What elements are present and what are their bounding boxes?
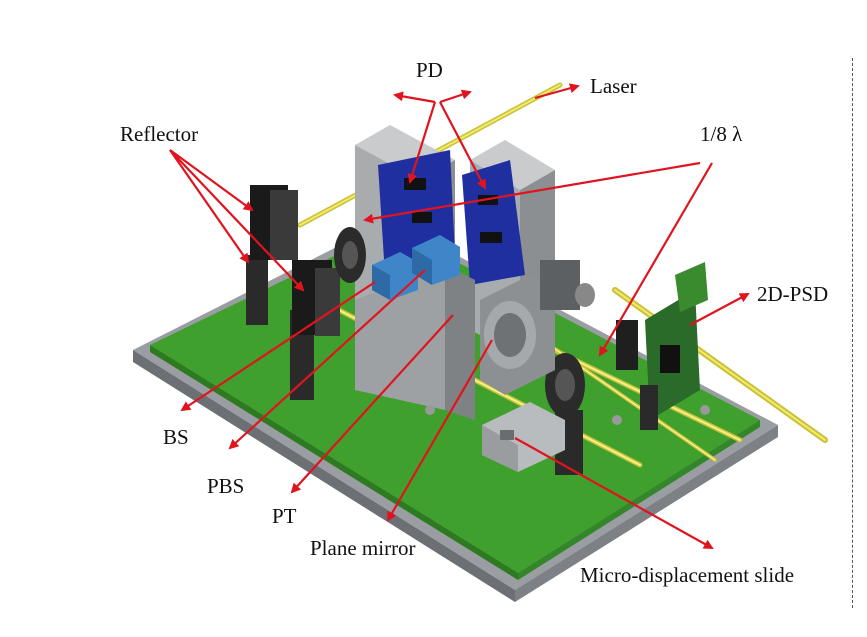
bs-label: BS <box>163 425 189 449</box>
pd-label: PD <box>416 58 443 82</box>
annotation-arrows <box>169 83 750 549</box>
micro-displacement-slide-label: Micro-displacement slide <box>580 563 795 587</box>
laser-label: Laser <box>590 74 637 98</box>
pt-label: PT <box>272 504 297 528</box>
plane-mirror-label: Plane mirror <box>310 536 416 560</box>
board-posts <box>425 405 710 425</box>
reflector-label: Reflector <box>120 122 199 146</box>
plane-mirror-mount <box>480 260 595 395</box>
psd-label: 2D-PSD <box>757 282 829 306</box>
psd-mount <box>616 262 708 430</box>
reflector-mounts <box>246 185 340 400</box>
eighth-lambda-label: 1/8 λ <box>700 122 743 146</box>
pbs-label: PBS <box>207 474 245 498</box>
dashed-border <box>852 58 853 608</box>
